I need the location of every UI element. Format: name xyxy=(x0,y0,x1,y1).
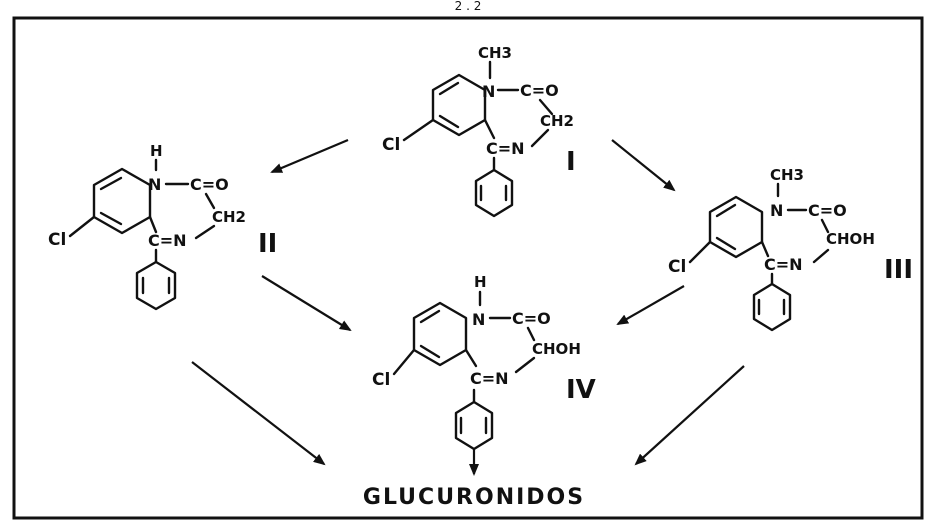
compound-II: Cl N H C=O CH2 C=N II xyxy=(48,142,277,311)
chloro-label-I: Cl xyxy=(382,135,400,155)
chloro-label-IV: Cl xyxy=(372,370,390,390)
imine-label-IV: C=N xyxy=(470,369,509,388)
compound-IV: Cl N H C=O CHOH C=N IV xyxy=(372,273,596,476)
benzo-ring-III xyxy=(708,195,764,259)
c3-label-III: CHOH xyxy=(826,230,875,248)
imine-label-II: C=N xyxy=(148,231,187,250)
benzo-ring-I xyxy=(431,73,487,137)
compound-number-IV: IV xyxy=(566,375,596,405)
imine-label-III: C=N xyxy=(764,255,803,274)
arrow-III-to-IV xyxy=(616,285,685,325)
carbonyl-label-I: C=O xyxy=(520,81,559,100)
chloro-label-III: Cl xyxy=(668,257,686,277)
nitrogen-label-I: N xyxy=(482,82,495,101)
n-methyl-label-I: CH3 xyxy=(478,44,512,62)
compound-number-III: III xyxy=(884,255,913,285)
carbonyl-label-III: C=O xyxy=(808,201,847,220)
nitrogen-label-III: N xyxy=(770,201,783,220)
benzo-ring-IV xyxy=(412,301,468,367)
diagram-frame xyxy=(12,16,924,520)
compound-III: Cl N CH3 C=O CHOH C=N III xyxy=(668,166,913,332)
nitrogen-label-II: N xyxy=(148,175,161,194)
imine-label-I: C=N xyxy=(486,139,525,158)
c3-label-I: CH2 xyxy=(540,112,574,130)
chloro-label-II: Cl xyxy=(48,230,66,250)
c3-label-II: CH2 xyxy=(212,208,246,226)
arrow-I-to-II xyxy=(270,138,349,174)
product-label: GLUCURONIDOS xyxy=(363,485,585,510)
carbonyl-label-IV: C=O xyxy=(512,309,551,328)
nitrogen-label-IV: N xyxy=(472,310,485,329)
compound-number-II: II xyxy=(258,229,277,259)
arrow-II-to-glucuronidos xyxy=(191,361,326,466)
carbonyl-label-II: C=O xyxy=(190,175,229,194)
page-mark: 2 . 2 xyxy=(455,0,482,13)
arrow-III-to-glucuronidos xyxy=(634,365,745,466)
phenyl-ring-I xyxy=(474,168,514,218)
phenyl-ring-II xyxy=(135,260,177,311)
arrow-II-to-IV xyxy=(261,275,352,332)
c3-label-IV: CHOH xyxy=(532,340,581,358)
n-hydrogen-label-II: H xyxy=(150,142,163,160)
phenyl-ring-III xyxy=(752,282,792,332)
arrow-I-to-III xyxy=(611,139,676,192)
compound-number-I: I xyxy=(566,147,576,177)
compound-I: Cl N CH3 C=O CH2 C=N I xyxy=(382,44,576,218)
n-hydrogen-label-IV: H xyxy=(474,273,487,291)
n-methyl-label-III: CH3 xyxy=(770,166,804,184)
